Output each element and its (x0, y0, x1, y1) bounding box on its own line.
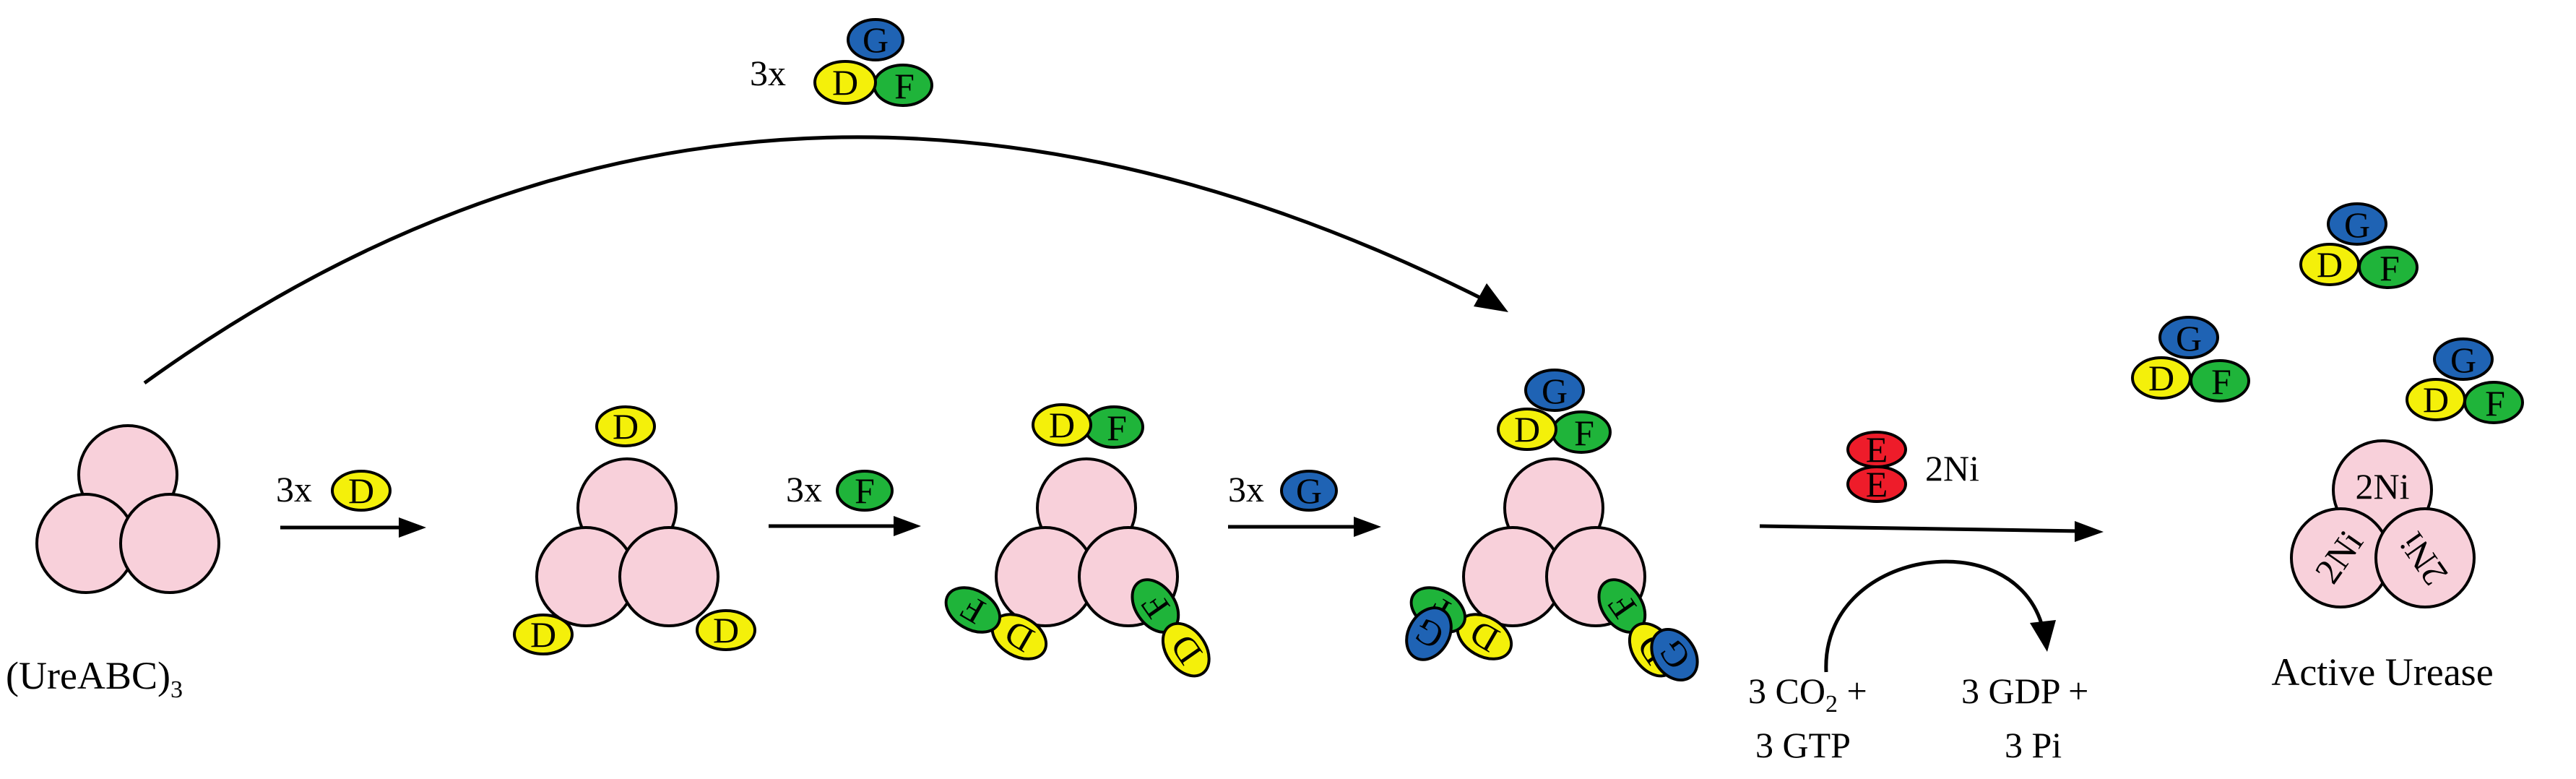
step2-arrowhead (894, 516, 921, 536)
step1-arrowhead (399, 517, 426, 538)
ured-label: D (2317, 244, 2343, 285)
urease-subunit-right (2374, 507, 2476, 608)
ureg-label: G (2450, 340, 2476, 380)
released-dfg-2: G F D (2131, 316, 2250, 403)
ured-protein-top (1497, 408, 1557, 451)
uref-label: F (2380, 248, 2400, 288)
abc-subunit-right (618, 526, 719, 627)
dfg-complex-top: G F D (813, 18, 933, 107)
ureabc-subunit-right (119, 493, 220, 594)
ureg-protein-left (1405, 606, 1453, 661)
step2-count-label: 3x (786, 469, 822, 509)
ureabc-label: (UreABC)3 (6, 654, 183, 703)
bypass-curved-arrow (143, 135, 1493, 385)
ured-label-top: D (1049, 405, 1075, 445)
bypass-count-label: 3x (750, 53, 786, 93)
pi-label: 3 Pi (2005, 725, 2062, 765)
ureg-label: G (2176, 318, 2202, 358)
ured-protein-right (696, 609, 756, 651)
ureabc-trimer (35, 424, 220, 594)
step2-uref-protein (836, 470, 894, 512)
step3-ureg-label: G (1296, 470, 1322, 511)
ured-protein-right (1161, 621, 1211, 678)
ureg-label: G (2344, 205, 2370, 245)
ured-protein (2131, 356, 2192, 400)
ured-label: D (2423, 379, 2449, 420)
ured-protein (813, 60, 877, 105)
ureg-label-top: G (1542, 371, 1568, 411)
uref-protein-left (944, 586, 1002, 634)
active-urease-label: Active Urease (2271, 650, 2493, 694)
abc-dfg-complex: G F D D F G F D G (1405, 369, 1699, 682)
released-dfg-3: G F D (2406, 337, 2524, 424)
df-left: D F (944, 586, 1048, 660)
active-urease-trimer: 2Ni 2Ni 2Ni (2290, 439, 2476, 608)
nickel-label: 2Ni (1925, 448, 1979, 489)
uree-label-top: E (1866, 429, 1888, 470)
ureg-protein-top (1524, 369, 1585, 412)
ureg-protein-right (1650, 627, 1699, 682)
uree-protein-bottom (1846, 465, 1907, 503)
ured-protein (2299, 243, 2360, 286)
gtp-label: 3 GTP (1755, 725, 1851, 765)
released-dfg-1: G F D (2299, 202, 2419, 289)
step3-count-label: 3x (1228, 469, 1264, 509)
uref-label-top: F (1574, 413, 1594, 453)
ured-label-right: D (713, 610, 739, 650)
ureg-protein (2327, 202, 2387, 246)
step3-arrowhead (1354, 517, 1381, 537)
ureg-protein (2433, 337, 2494, 381)
uree-label-bottom: E (1866, 464, 1888, 504)
step1-count-label: 3x (276, 469, 312, 509)
ured-protein-top (1032, 403, 1092, 447)
nickel-label-top: 2Ni (2356, 466, 2410, 507)
bypass-arrowhead (1474, 283, 1508, 312)
df-right: F D (1131, 578, 1211, 678)
ured-label-top: D (1514, 409, 1540, 449)
ureg-label: G (863, 20, 889, 60)
ureg-protein (2158, 316, 2219, 359)
gtp-hydrolysis-arrowhead (2030, 620, 2056, 652)
maturation-arrowhead (2075, 521, 2104, 542)
ured-label: D (832, 62, 858, 103)
abc-d-complex: D D D (513, 405, 756, 655)
uref-label: F (2485, 383, 2505, 423)
ureg-protein (847, 18, 904, 61)
ured-label-top: D (613, 406, 639, 447)
step3-ureg-protein (1280, 470, 1338, 512)
step2-uref-label: F (855, 470, 875, 511)
maturation-arrow (1759, 524, 2081, 533)
uref-label-top: F (1107, 408, 1127, 448)
uref-label: F (2211, 361, 2231, 402)
step1-ured-protein (331, 470, 392, 512)
ured-label: D (2148, 358, 2174, 398)
step1-ured-label: D (348, 470, 374, 511)
ured-label-left: D (530, 614, 556, 655)
co2-label: 3 CO2 + (1748, 671, 1867, 718)
gtp-hydrolysis-curved-arrow (1824, 559, 2045, 673)
abc-df-complex: F D D F F D (944, 403, 1211, 678)
uref-label: F (894, 66, 915, 106)
ured-protein-left (513, 614, 574, 655)
ured-protein-top (595, 405, 656, 447)
ured-protein (2406, 378, 2466, 421)
gdp-label: 3 GDP + (1961, 671, 2088, 711)
